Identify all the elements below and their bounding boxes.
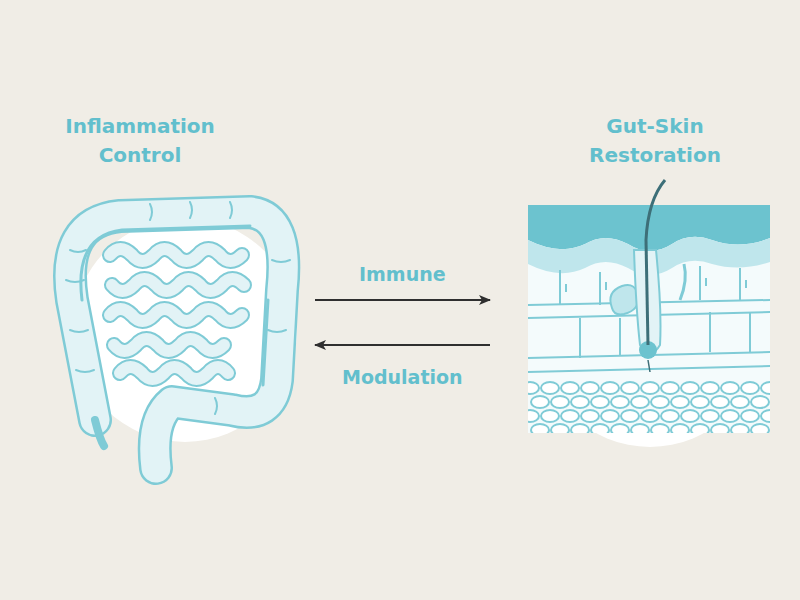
fat-cell: [581, 410, 599, 422]
edge-label: Immune: [355, 262, 450, 286]
fat-cell: [601, 382, 619, 394]
fat-cell: [751, 424, 769, 433]
fat-cell: [531, 424, 549, 433]
fat-cell: [541, 382, 559, 394]
fat-cell: [611, 396, 629, 408]
edge-label: Modulation: [338, 365, 467, 389]
fat-cell: [531, 396, 549, 408]
fat-cell: [561, 382, 579, 394]
fat-cell: [581, 382, 599, 394]
fat-cell: [731, 424, 749, 433]
fat-cell: [661, 382, 679, 394]
connector-arrow: [315, 299, 490, 301]
fat-cell: [711, 396, 729, 408]
fat-cell: [591, 424, 609, 433]
fat-cell: [591, 396, 609, 408]
fat-cell: [731, 396, 749, 408]
fat-cell: [761, 382, 770, 394]
fat-cell: [671, 424, 689, 433]
fat-cell: [651, 396, 669, 408]
intestine-drawing: [66, 202, 290, 468]
fat-cell: [691, 424, 709, 433]
fat-cell: [681, 382, 699, 394]
fat-cell: [741, 382, 759, 394]
fat-cell: [641, 382, 659, 394]
fat-cell: [701, 382, 719, 394]
fat-cell: [761, 410, 770, 422]
fat-cell: [681, 410, 699, 422]
fat-cell: [651, 424, 669, 433]
skin-section: [528, 205, 770, 433]
fat-cell: [711, 424, 729, 433]
fat-cell: [621, 410, 639, 422]
fat-cell: [701, 410, 719, 422]
fat-cell: [721, 382, 739, 394]
hair-shaft: [646, 180, 665, 240]
node-heading: Gut-Skin Restoration: [555, 112, 755, 170]
fat-cell: [671, 396, 689, 408]
fat-cell: [721, 410, 739, 422]
fat-cell: [641, 410, 659, 422]
fat-cell: [751, 396, 769, 408]
fat-cell: [571, 424, 589, 433]
fat-cell: [631, 424, 649, 433]
fat-cell: [631, 396, 649, 408]
fat-cell: [661, 410, 679, 422]
fat-cell: [551, 396, 569, 408]
illustration-node: Inflammation Control: [20, 112, 315, 480]
fat-cell: [528, 382, 539, 394]
fat-cell: [691, 396, 709, 408]
illustration-node: Gut-Skin Restoration: [490, 112, 780, 480]
connector-arrow: [315, 344, 490, 346]
fat-cell: [528, 410, 539, 422]
fat-cell: [601, 410, 619, 422]
node-heading: Inflammation Control: [40, 112, 240, 170]
fat-cell: [741, 410, 759, 422]
fat-cell: [571, 396, 589, 408]
fat-cell: [551, 424, 569, 433]
fat-cell: [541, 410, 559, 422]
fat-cell: [611, 424, 629, 433]
fat-cell: [621, 382, 639, 394]
fat-cell: [561, 410, 579, 422]
